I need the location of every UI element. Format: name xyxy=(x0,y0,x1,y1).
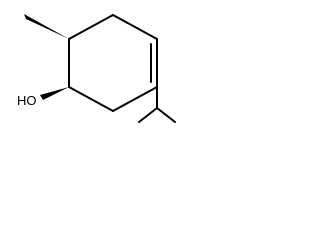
bond-isopropyl-methyl-left xyxy=(138,107,158,123)
bond-c3-c2 xyxy=(68,86,114,112)
hydroxyl-label: HO xyxy=(17,93,37,108)
bond-c6-c5 xyxy=(112,14,158,40)
bond-isopropyl-methyl-right xyxy=(156,107,176,123)
molecular-structure-diagram: HO xyxy=(17,14,176,123)
bond-c1-c6 xyxy=(68,14,114,40)
hydroxyl-wedge-bond xyxy=(40,87,69,100)
methyl-wedge-bond xyxy=(24,14,69,39)
bond-c4-c3 xyxy=(112,86,158,112)
